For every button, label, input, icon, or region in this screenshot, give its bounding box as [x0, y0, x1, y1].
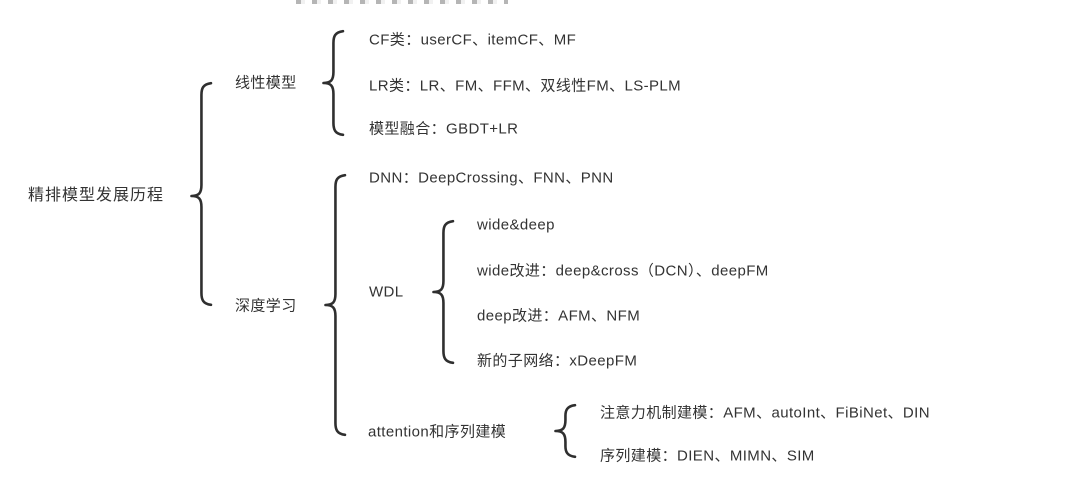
clipped-text-fragment-top: [296, 0, 508, 4]
leaf-new-subnetwork: 新的子网络：xDeepFM: [477, 352, 638, 370]
node-wdl: WDL: [369, 283, 404, 301]
node-attention-sequence: attention和序列建模: [368, 423, 507, 441]
leaf-sequence-models: 序列建模：DIEN、MIMN、SIM: [600, 447, 815, 465]
brace-attention-sequence: [554, 403, 577, 459]
leaf-cf-models: CF类：userCF、itemCF、MF: [369, 31, 577, 49]
brace-wdl: [432, 219, 455, 365]
node-linear-models: 线性模型: [235, 74, 297, 92]
brace-deep-learning: [324, 173, 347, 437]
node-deep-learning: 深度学习: [235, 297, 297, 315]
leaf-dnn-models: DNN：DeepCrossing、FNN、PNN: [369, 169, 614, 187]
leaf-deep-improvements: deep改进：AFM、NFM: [477, 307, 641, 325]
node-root-title: 精排模型发展历程: [28, 187, 165, 204]
brace-root: [190, 81, 213, 307]
brace-linear-models: [322, 29, 345, 137]
leaf-wide-improvements: wide改进：deep&cross（DCN）、deepFM: [477, 262, 769, 280]
leaf-model-fusion: 模型融合：GBDT+LR: [369, 120, 519, 138]
leaf-attention-mechanism-models: 注意力机制建模：AFM、autoInt、FiBiNet、DIN: [600, 404, 930, 422]
leaf-wide-and-deep: wide&deep: [477, 216, 555, 234]
leaf-lr-models: LR类：LR、FM、FFM、双线性FM、LS-PLM: [369, 77, 682, 95]
